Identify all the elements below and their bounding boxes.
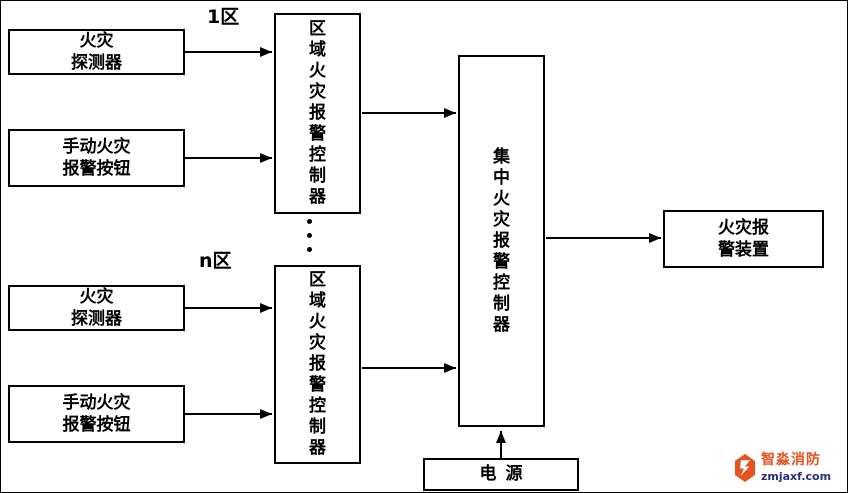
box-manual-alarm-button-top: 手动火灾 报警按钮 <box>8 129 185 187</box>
box-zone-controller-bottom: 区 域 火 灾 报 警 控 制 器 <box>274 265 361 464</box>
box-manual-alarm-button-bottom: 手动火灾 报警按钮 <box>8 385 185 443</box>
watermark-text: 智淼消防 zmjaxf.com <box>761 452 831 483</box>
watermark-logo: 智淼消防 zmjaxf.com <box>734 452 831 483</box>
ellipsis-dot <box>306 247 312 252</box>
box-fire-detector-top: 火灾 探测器 <box>8 29 185 75</box>
brand-domain: zmjaxf.com <box>761 469 832 483</box>
vertical-ellipsis-icon <box>302 219 316 252</box>
box-fire-detector-bottom: 火灾 探测器 <box>8 285 185 331</box>
box-power-supply: 电源 <box>423 458 579 491</box>
box-alarm-device: 火灾报 警装置 <box>663 210 824 268</box>
zone-n-label: n区 <box>199 250 232 272</box>
box-zone-controller-top: 区 域 火 灾 报 警 控 制 器 <box>274 13 361 214</box>
zone-1-label: 1区 <box>207 6 240 28</box>
brand-name: 智淼消防 <box>761 452 821 468</box>
brand-flame-shield-icon <box>735 453 755 482</box>
ellipsis-dot <box>306 219 312 224</box>
box-central-controller: 集 中 火 灾 报 警 控 制 器 <box>458 55 545 427</box>
ellipsis-dot <box>306 233 312 238</box>
